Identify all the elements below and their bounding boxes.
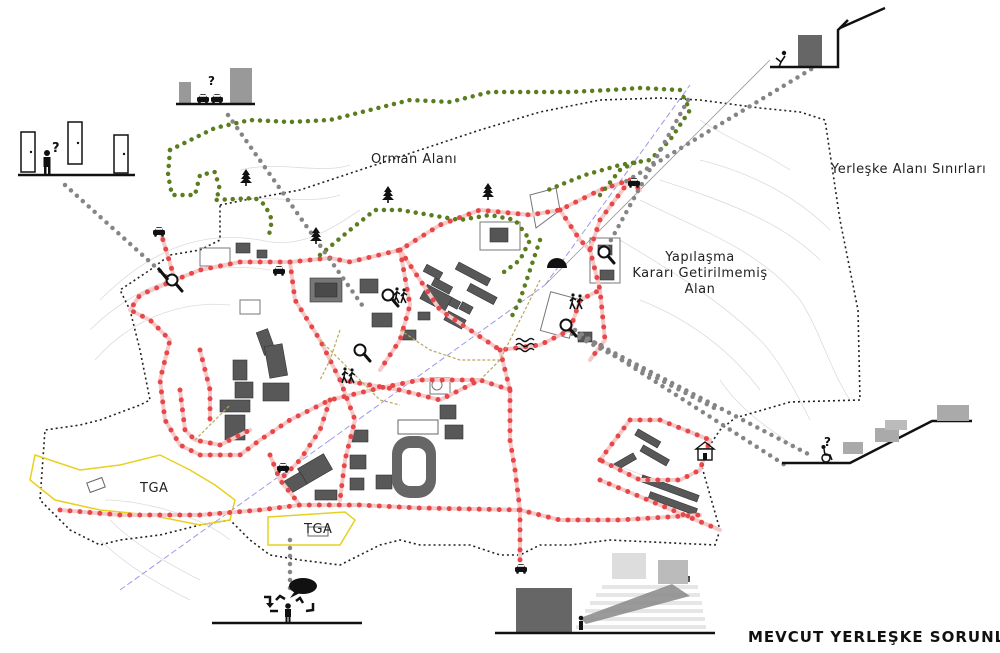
water-icon	[515, 337, 535, 353]
map-icons	[153, 169, 717, 574]
buildings	[219, 227, 700, 516]
car-icon	[515, 564, 527, 574]
speech-bubble-icon	[289, 578, 317, 594]
inset-doors-confusion: ?	[18, 121, 135, 177]
car-icon	[273, 266, 285, 276]
inset-slope-climb	[770, 6, 886, 69]
road-network-base	[58, 178, 722, 562]
road-problems-dots	[60, 180, 720, 560]
building-outlines	[199, 187, 621, 395]
question-mark-icon: ?	[52, 141, 60, 156]
tree-icon	[382, 186, 394, 203]
campus-boundary-label: Yerleşke Alanı Sınırları	[831, 162, 987, 177]
tree-icon	[310, 227, 322, 244]
question-mark-icon: ?	[208, 74, 215, 88]
tga-south-area	[267, 511, 356, 546]
half-disc-icon	[547, 258, 567, 268]
problem-connector-lines	[62, 62, 821, 593]
railway-lines	[119, 84, 691, 591]
pedestrian-icon	[393, 286, 408, 304]
pedestrian-paths	[194, 279, 541, 441]
tga-south-label: TGA	[304, 522, 333, 537]
magnifier-icon	[353, 343, 372, 363]
map-title: MEVCUT YERLEŞKE SORUNLARI	[748, 628, 1000, 646]
tga-west-label: TGA	[140, 481, 169, 496]
inset-wayfinding-confusion	[212, 578, 362, 625]
inset-accessibility-stairs: ?	[782, 405, 972, 465]
disabled-icon	[821, 444, 833, 463]
forest-boundary	[165, 85, 693, 323]
tree-icon	[482, 183, 494, 200]
car-icon	[277, 463, 289, 473]
campus-boundary-line	[39, 97, 861, 566]
undecided-zone-label-line2: Kararı Getirilmemiş	[632, 266, 768, 281]
undecided-zone-label-line3: Alan	[684, 282, 716, 297]
undecided-zone-label-line1: Yapılaşma	[665, 250, 735, 265]
house-icon	[693, 441, 717, 461]
question-mark-icon: ?	[824, 435, 831, 449]
tree-icon	[240, 169, 252, 186]
forest-area-label: Orman Alanı	[371, 152, 458, 167]
car-icon	[153, 227, 165, 237]
inset-parking-question: ?	[176, 68, 255, 106]
inset-scale-steps	[495, 553, 715, 635]
stadium	[392, 419, 439, 498]
